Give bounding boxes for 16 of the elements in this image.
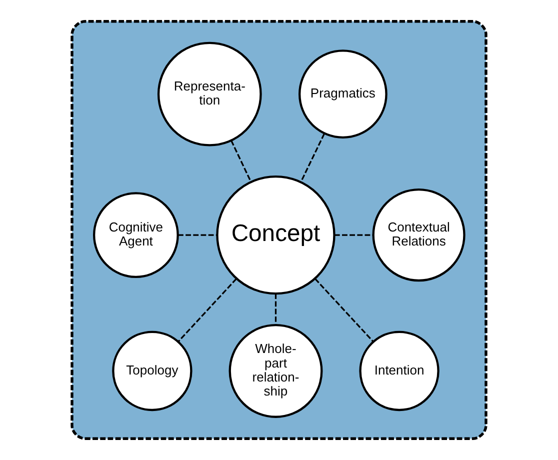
connector (178, 278, 237, 342)
node-circle: Topology (112, 330, 192, 412)
node-circle: Intention (359, 330, 440, 412)
node-circle: Representa- tion (157, 42, 262, 146)
cluster (70, 20, 488, 440)
connector (230, 140, 252, 182)
node-circle: Pragmatics (298, 50, 388, 138)
node-circle: Contextual Relations (372, 188, 466, 282)
node-circle: Cognitive Agent (92, 192, 179, 278)
node-circle: Whole- part relation- ship (228, 324, 323, 418)
node-circle: Concept (216, 175, 336, 295)
connector (300, 133, 325, 182)
connector (274, 294, 277, 325)
connector (178, 234, 217, 236)
connector (314, 278, 374, 342)
connector (334, 234, 373, 236)
